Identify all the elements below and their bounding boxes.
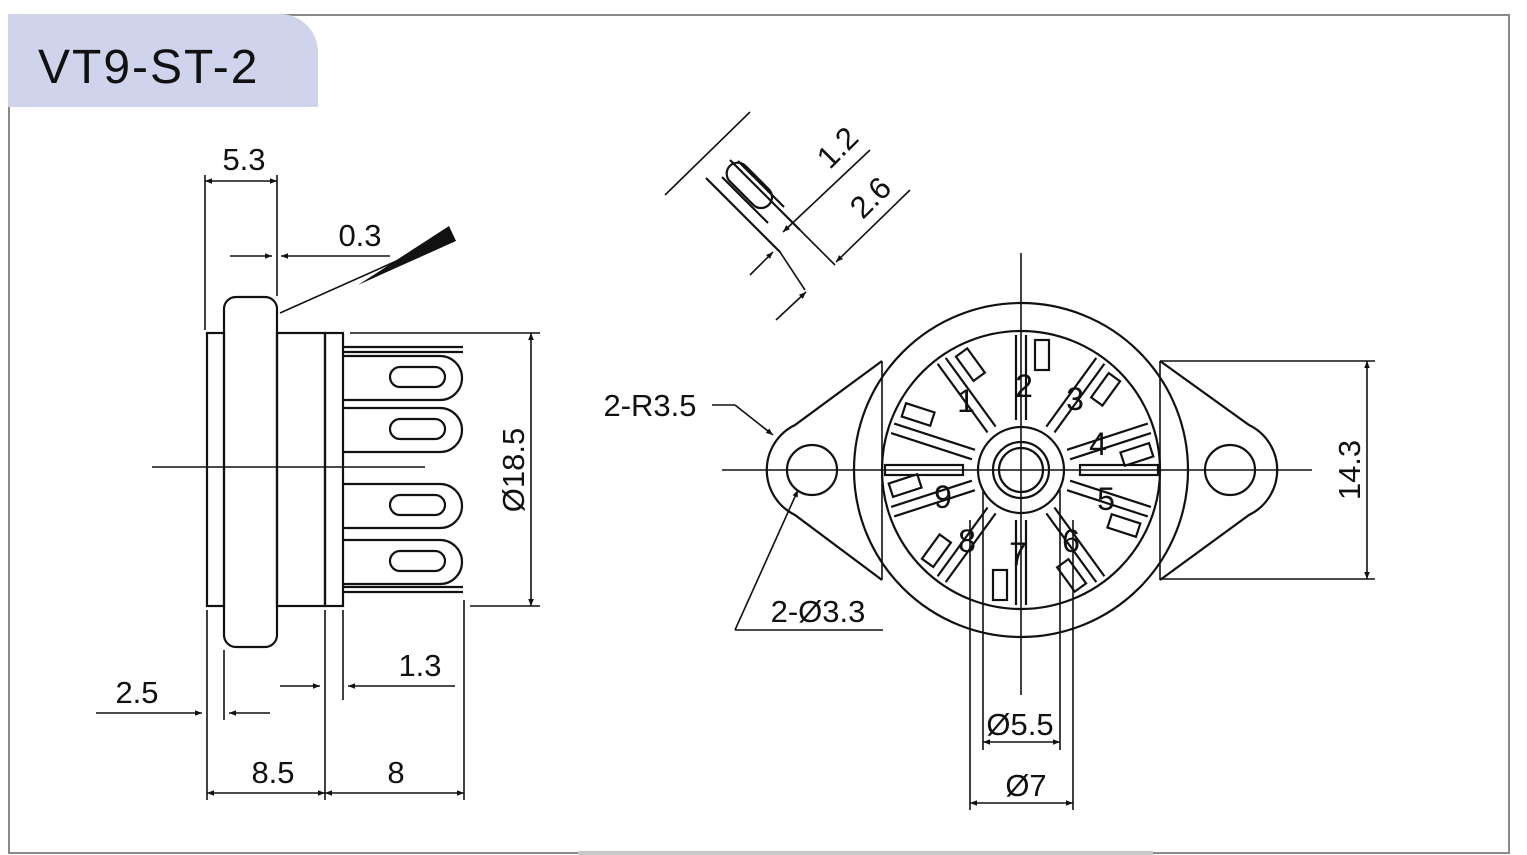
pin-label-5: 5	[1097, 481, 1115, 517]
contact-slot	[1066, 422, 1155, 468]
drawing-frame	[8, 14, 1510, 854]
pin-label-9: 9	[934, 479, 952, 515]
dim-8-5: 8.5	[251, 755, 294, 790]
mounting-hole-left	[785, 443, 839, 497]
dim-hole: 2-Ø3.3	[771, 594, 866, 629]
pin-label-8: 8	[958, 523, 976, 559]
side-pin-4	[343, 538, 464, 586]
dim-diameter-5-5: Ø5.5	[986, 707, 1053, 742]
top-view: 1 2 3 4 5 6 7 8 9 14.3 2-R3.5 2-Ø3.3 Ø5.…	[603, 253, 1375, 810]
pin-label-6: 6	[1062, 523, 1080, 559]
title-tab: VT9-ST-2	[8, 14, 318, 107]
contact-slot	[1045, 506, 1106, 594]
pin-label-7: 7	[1009, 536, 1027, 572]
pin-label-3: 3	[1066, 381, 1084, 417]
leader-arrow	[358, 226, 456, 285]
dim-8: 8	[387, 755, 404, 790]
side-pin-1	[343, 354, 464, 402]
pin-label-4: 4	[1089, 426, 1107, 462]
pin-detail: 1.2 2.6	[664, 111, 911, 321]
mounting-hole-right	[1203, 443, 1257, 497]
dim-diameter-7: Ø7	[1005, 768, 1046, 803]
contact-slot	[936, 346, 997, 434]
contact-slot	[991, 520, 1028, 605]
dim-5-3: 5.3	[222, 142, 265, 177]
pin-label-2: 2	[1015, 368, 1033, 404]
dim-2-6: 2.6	[843, 170, 898, 225]
pin-contacts	[887, 335, 1155, 605]
dim-2-5: 2.5	[115, 675, 158, 710]
side-view: 5.3 0.3 Ø18.5 2.5 1.3 8.5 8	[96, 142, 540, 800]
dim-14-3: 14.3	[1332, 440, 1367, 500]
contact-slot	[1066, 479, 1152, 539]
side-pin-3	[343, 482, 464, 530]
part-number-title: VT9-ST-2	[38, 41, 260, 94]
pin-label-1: 1	[957, 383, 975, 419]
dim-1-2: 1.2	[810, 120, 865, 175]
side-pin-2	[343, 406, 464, 454]
contact-slot	[890, 401, 976, 461]
dim-radius: 2-R3.5	[603, 388, 696, 423]
scroll-indicator	[578, 851, 1153, 855]
dim-0-3: 0.3	[338, 218, 381, 253]
contact-slot	[1045, 357, 1122, 434]
contact-slot	[1014, 335, 1051, 420]
dim-diameter-18-5: Ø18.5	[496, 428, 531, 512]
dim-1-3: 1.3	[398, 648, 441, 683]
contact-slot	[887, 472, 976, 518]
